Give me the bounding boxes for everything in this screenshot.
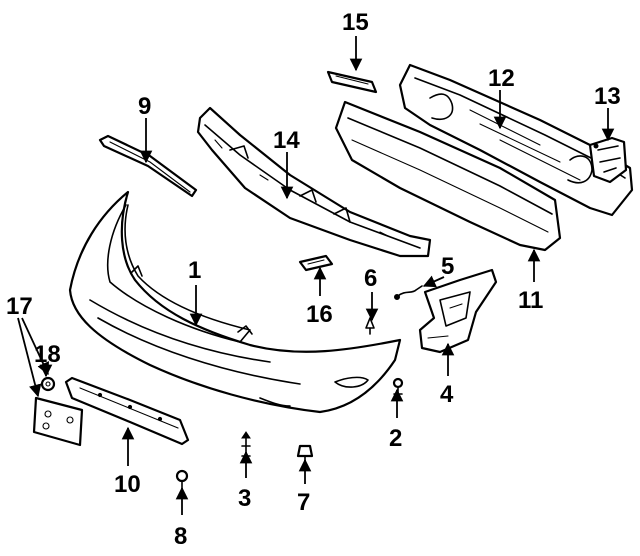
callout-17: 17: [6, 293, 33, 320]
callout-10: 10: [114, 471, 141, 498]
bumper-cover-part: [68, 190, 402, 414]
callout-1: 1: [188, 257, 201, 284]
nut-part: [40, 376, 56, 392]
callout-3: 3: [238, 485, 251, 512]
callout-9: 9: [138, 93, 151, 120]
mounting-bracket-part: [588, 136, 628, 184]
callout-12: 12: [488, 65, 515, 92]
fastener-8-part: [175, 469, 189, 493]
lower-strip-part: [64, 376, 190, 446]
license-plate-bracket-part: [32, 396, 84, 447]
callout-4: 4: [440, 381, 454, 408]
bracket-strip-part: [326, 70, 378, 94]
callout-18: 18: [34, 341, 61, 368]
impact-bar-part: [334, 100, 562, 252]
callout-5: 5: [441, 253, 454, 280]
callout-14: 14: [273, 127, 300, 154]
callout-2: 2: [389, 425, 402, 452]
fastener-2-part: [392, 377, 404, 399]
upper-molding-strip-part: [98, 134, 198, 198]
wire-clip-part: [394, 285, 423, 300]
callout-13: 13: [594, 83, 621, 110]
callout-15: 15: [342, 9, 369, 36]
callout-8: 8: [174, 523, 187, 550]
callout-11: 11: [518, 287, 543, 314]
leader-lines: [17, 36, 615, 515]
callout-16: 16: [306, 301, 333, 328]
callout-7: 7: [297, 489, 310, 516]
callout-labels: 1 2 3 4 5 6 7 8 9 10 11 12 13 14 15 16 1…: [6, 9, 621, 550]
energy-absorber-part: [398, 63, 634, 217]
callout-6: 6: [364, 265, 377, 292]
fastener-6-part: [365, 317, 375, 335]
side-bracket-part: [418, 268, 498, 354]
clip-plate-part: [298, 254, 334, 272]
